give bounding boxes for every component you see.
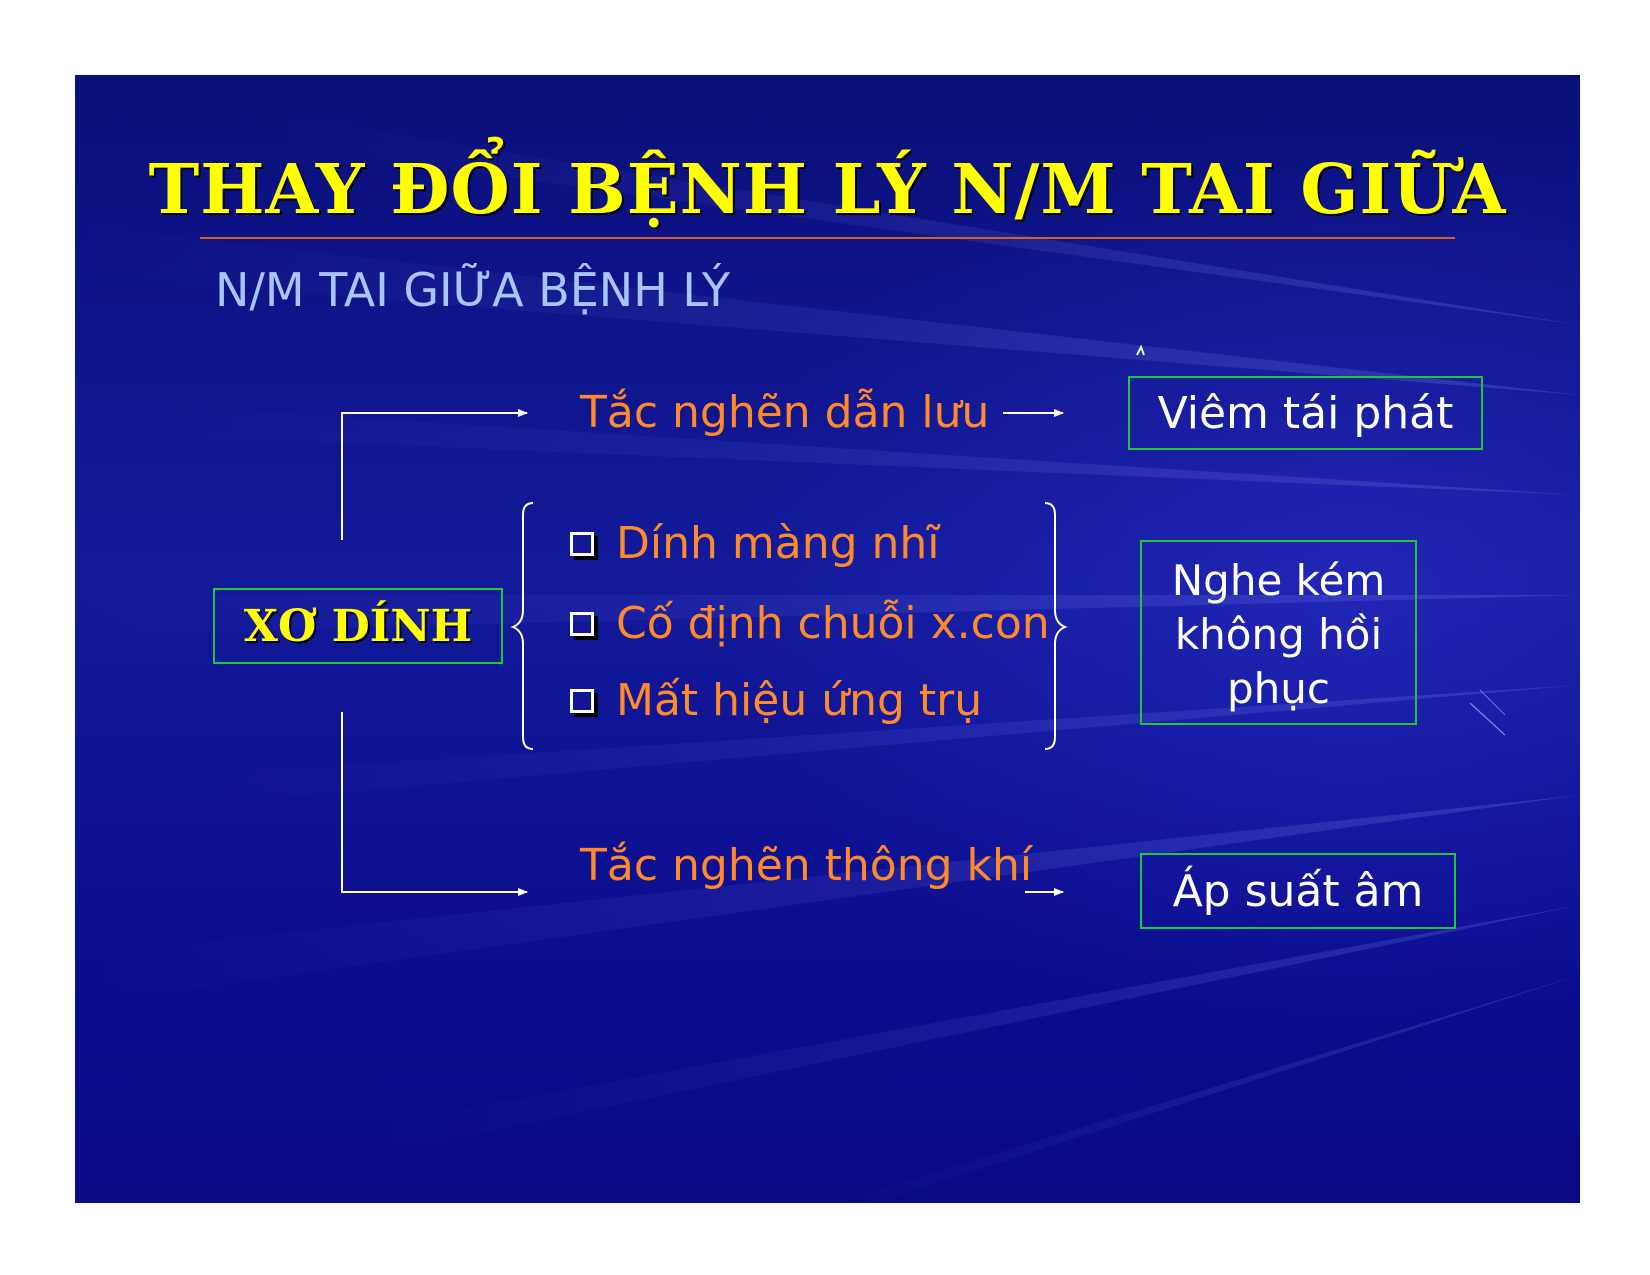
list-item: Cố định chuỗi x.con [570,598,1050,649]
list-item-text: Dính màng nhĩ [616,518,940,569]
slide-subtitle: N/M TAI GIỮA BỆNH LÝ [215,263,731,317]
checkbox-bullet-icon [570,531,594,556]
checkbox-bullet-icon [570,611,594,636]
slide-title: THAY ĐỔI BỆNH LÝ N/M TAI GIỮA [148,150,1507,230]
slide: THAY ĐỔI BỆNH LÝ N/M TAI GIỮA N/M TAI GI… [75,75,1580,1203]
list-item-text: Cố định chuỗi x.con [616,598,1050,649]
title-underline [200,237,1455,239]
result-negative-pressure: Áp suất âm [1140,853,1456,929]
list-item-text: Mất hiệu ứng trụ [616,675,983,726]
connector-bottom-branch [341,712,528,896]
result-irreversible-hearing-loss: Nghe kém không hồi phục [1140,540,1417,725]
right-brace-icon [1044,502,1068,750]
left-brace-icon [510,502,534,750]
cause-ventilation-blockage: Tắc nghẽn thông khí [580,840,1033,891]
connector-top-branch [341,409,528,540]
background-light-rays [75,115,1580,1203]
diagram-connectors [341,344,1145,896]
list-item: Dính màng nhĩ [570,518,940,569]
center-node-xo-dinh: XƠ DÍNH [213,588,503,664]
result-recurrent-inflammation: Viêm tái phát [1128,376,1483,450]
cause-drainage-blockage: Tắc nghẽn dẫn lưu [580,387,990,438]
checkbox-bullet-icon [570,688,594,713]
list-item: Mất hiệu ứng trụ [570,675,982,726]
